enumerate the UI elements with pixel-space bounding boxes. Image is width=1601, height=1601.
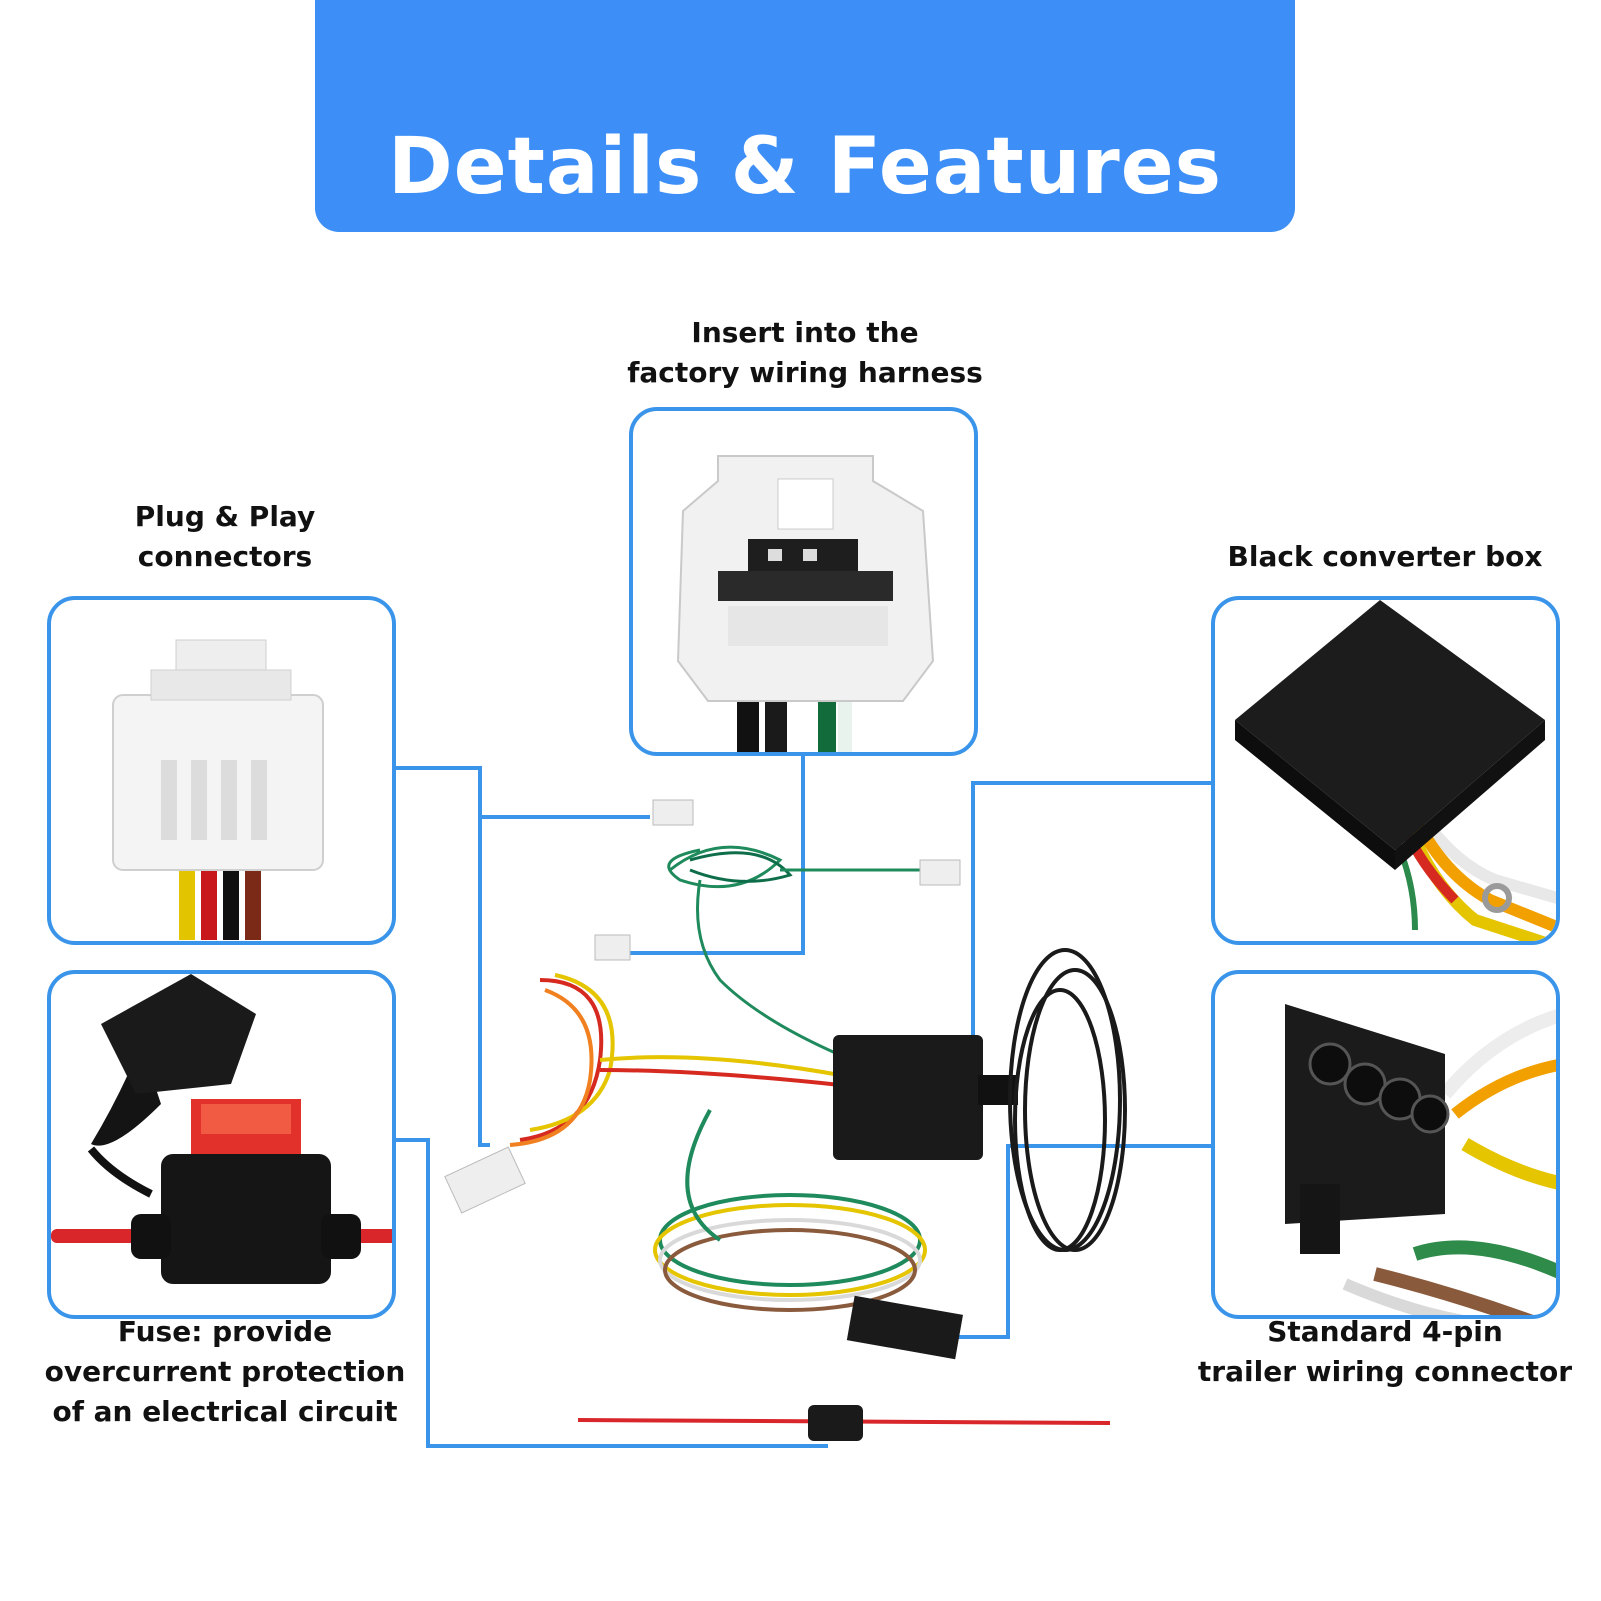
converter-box-center (833, 1035, 983, 1160)
panel-factory-connector (629, 407, 978, 756)
panel-converter-box (1211, 596, 1560, 945)
left-white-connector (444, 1146, 526, 1214)
label-plug-play: Plug & Play connectors (134, 500, 316, 573)
mid-small-connector (594, 934, 631, 961)
label-four-pin: Standard 4-pin trailer wiring connector (1197, 1315, 1573, 1388)
label-converter-box: Black converter box (1227, 540, 1543, 573)
page-title: Details & Features (387, 122, 1223, 212)
label-factory-harness: Insert into the factory wiring harness (627, 316, 983, 389)
top-small-connector (652, 799, 694, 826)
four-pin-image (1285, 1004, 1556, 1315)
converter-box-image (1235, 600, 1556, 941)
center-four-pin-plug (846, 1295, 963, 1360)
right-small-connector (919, 859, 961, 886)
title-banner: Details & Features (315, 0, 1295, 232)
fuse-image (51, 974, 392, 1284)
panel-plug-play (47, 596, 396, 945)
panel-four-pin (1211, 970, 1560, 1319)
plug-play-image (112, 639, 324, 940)
panel-fuse (47, 970, 396, 1319)
center-fuse-holder (808, 1405, 863, 1441)
factory-connector-image (676, 455, 935, 752)
label-fuse: Fuse: provide overcurrent protection of … (44, 1315, 406, 1428)
